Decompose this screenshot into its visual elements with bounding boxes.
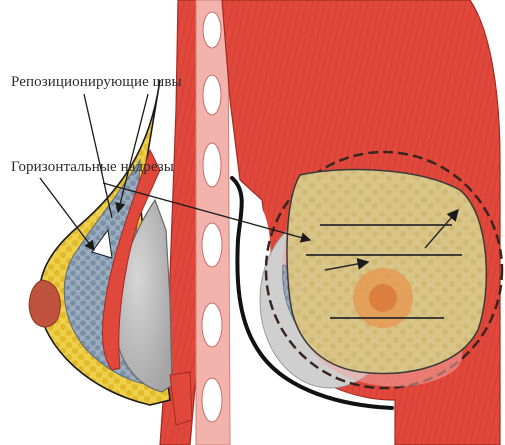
horizontal-incisions-label: Горизонтальные надрезы <box>11 159 174 176</box>
flap-core-center <box>369 284 397 312</box>
reposition-sutures-label: Репозиционирующие швы <box>11 74 182 91</box>
